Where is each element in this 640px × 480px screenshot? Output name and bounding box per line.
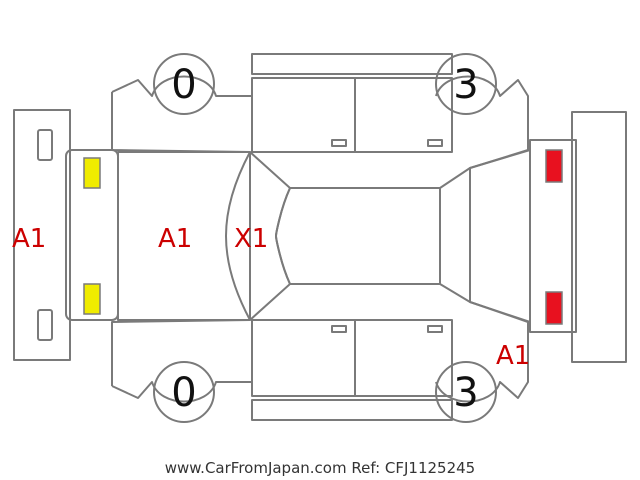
rear-bumper	[571, 111, 627, 363]
wheel-label-rear-left: 3	[453, 62, 478, 108]
wheel-label-front-right: 0	[171, 370, 196, 416]
damage-mark-front-bumper: A1	[12, 224, 46, 254]
lower-rear-handle	[427, 325, 443, 333]
footer-reference: www.CarFromJapan.com Ref: CFJ1125245	[165, 459, 475, 477]
wheel-rear-left	[435, 53, 497, 115]
wheel-front-left	[153, 53, 215, 115]
front-lamp-top	[83, 157, 101, 189]
wheel-front-right	[153, 361, 215, 423]
front-bumper	[13, 109, 71, 361]
rear-lamp-bottom	[545, 291, 563, 325]
wheel-label-front-left: 0	[171, 62, 196, 108]
lower-roof-rail	[251, 399, 453, 421]
lower-side-body	[111, 301, 529, 403]
tailgate	[469, 149, 531, 323]
wheel-label-rear-right: 3	[453, 370, 478, 416]
upper-doors	[251, 77, 453, 153]
rear-lamp-top	[545, 149, 563, 183]
damage-mark-hood: A1	[158, 224, 192, 254]
front-lamp-bottom	[83, 283, 101, 315]
upper-rear-handle	[427, 139, 443, 147]
front-bumper-slot-bottom	[37, 309, 53, 341]
lower-front-handle	[331, 325, 347, 333]
upper-front-handle	[331, 139, 347, 147]
front-bumper-slot-top	[37, 129, 53, 161]
damage-mark-rear-right-corner: A1	[496, 341, 530, 371]
roof	[275, 187, 441, 285]
rear-panel	[529, 139, 577, 333]
upper-front-fender	[111, 92, 251, 153]
upper-side-body	[111, 75, 529, 169]
lower-doors	[251, 319, 453, 397]
rear-window	[439, 167, 471, 303]
damage-mark-windshield: X1	[234, 224, 268, 254]
upper-roof-rail	[251, 53, 453, 75]
wheel-rear-right	[435, 361, 497, 423]
lower-front-fender	[111, 319, 251, 386]
